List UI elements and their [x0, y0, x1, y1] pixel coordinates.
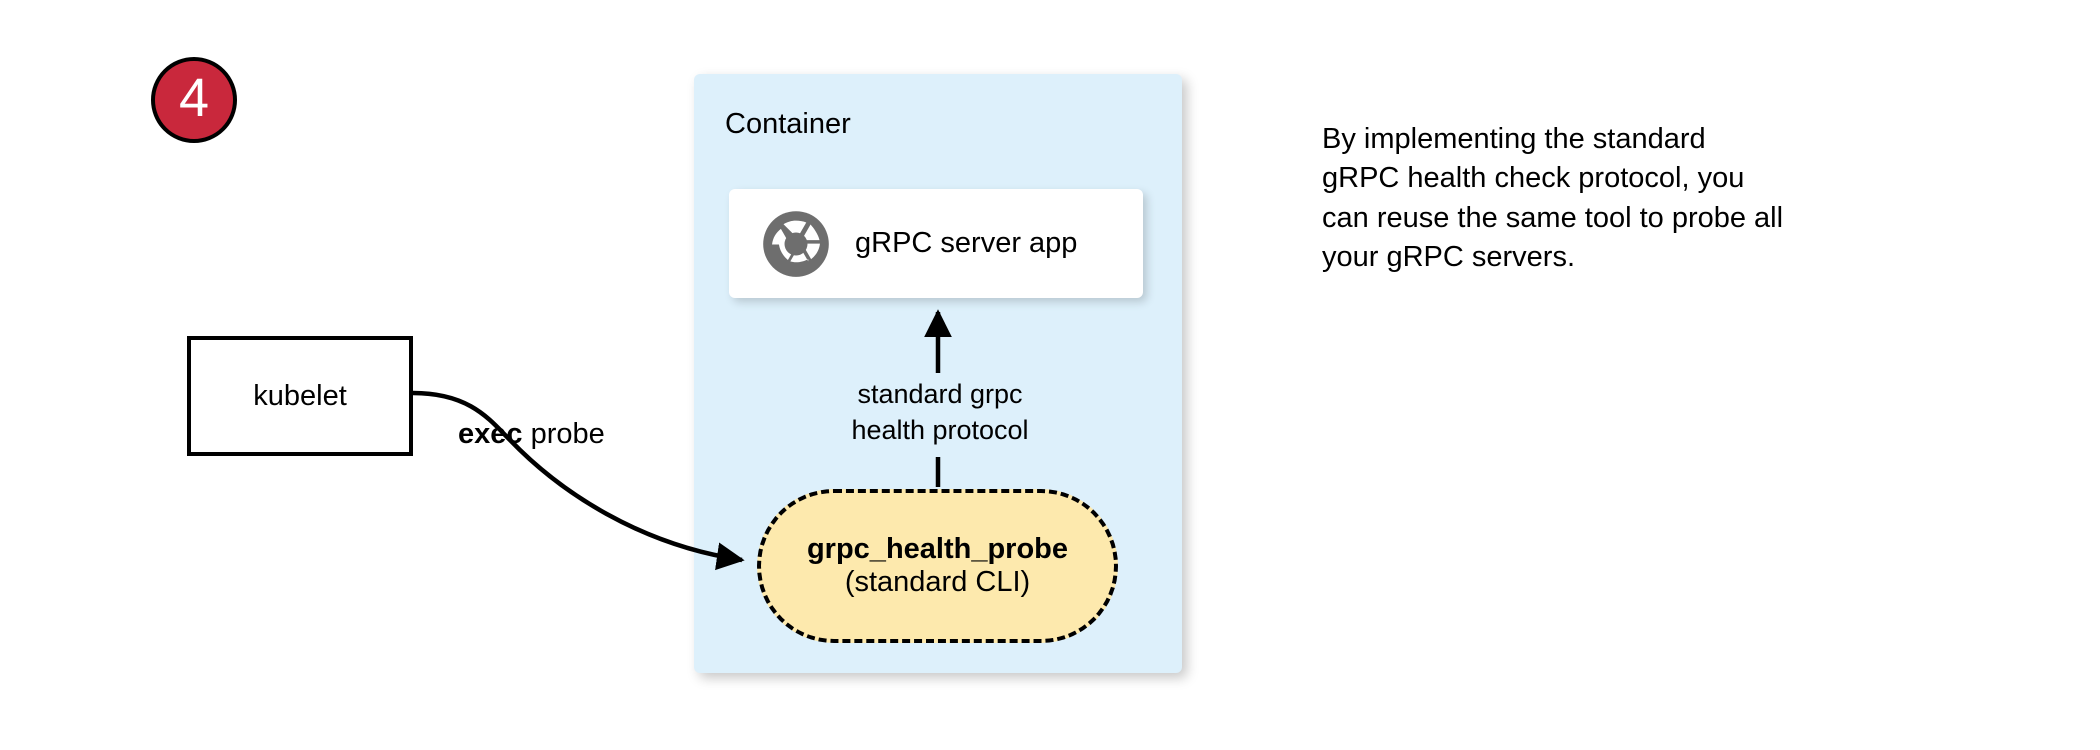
grpc-server-app-card: gRPC server app	[729, 189, 1143, 298]
aperture-icon	[759, 207, 833, 281]
caption-line-4: your gRPC servers.	[1322, 241, 1576, 274]
health-protocol-line-1: standard grpc	[857, 379, 1023, 409]
container-label: Container	[725, 108, 851, 140]
kubelet-node: kubelet	[187, 336, 413, 456]
exec-probe-bold-text: exec	[458, 418, 523, 450]
caption-text: By implementing the standard gRPC health…	[1322, 120, 1902, 278]
grpc-server-app-label: gRPC server app	[855, 227, 1078, 259]
health-protocol-line-2: health protocol	[851, 414, 1029, 445]
step-number-badge: 4	[151, 57, 237, 143]
kubelet-label: kubelet	[253, 379, 347, 412]
caption-line-3: can reuse the same tool to probe all	[1322, 201, 1784, 234]
exec-probe-edge-label: exec probe	[458, 420, 605, 449]
grpc-health-probe-subtitle: (standard CLI)	[844, 566, 1031, 598]
caption-line-1: By implementing the standard	[1322, 123, 1706, 155]
grpc-health-probe-name: grpc_health_probe	[806, 532, 1069, 565]
step-number-label: 4	[178, 68, 210, 128]
health-protocol-edge-label: standard grpc health protocol	[838, 377, 1042, 448]
exec-probe-plain-text: probe	[522, 418, 605, 450]
grpc-health-probe-node: grpc_health_probe (standard CLI)	[757, 489, 1118, 643]
caption-line-2: gRPC health check protocol, you	[1322, 162, 1745, 195]
